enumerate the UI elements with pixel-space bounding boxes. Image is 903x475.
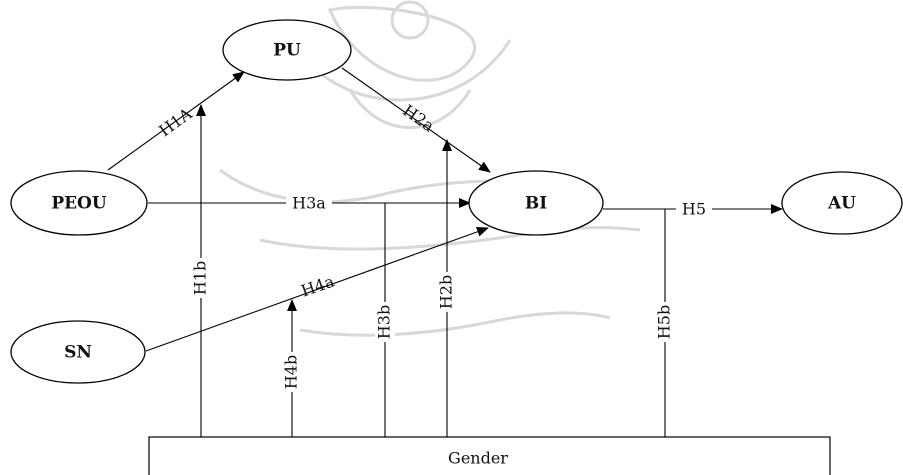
edge-sn-bi xyxy=(145,227,489,352)
svg-text:AU: AU xyxy=(827,194,856,214)
label-h4b: H4b xyxy=(282,352,302,392)
svg-text:SN: SN xyxy=(64,343,92,363)
label-h3a: H3a xyxy=(286,193,332,213)
node-peou: PEOU xyxy=(10,170,148,236)
svg-text:H2b: H2b xyxy=(437,275,456,309)
label-h5b: H5b xyxy=(655,302,675,342)
svg-text:H4a: H4a xyxy=(299,271,337,300)
label-h3b: H3b xyxy=(375,302,395,342)
label-h1a: H1A xyxy=(155,104,195,141)
svg-text:H5b: H5b xyxy=(655,305,674,339)
label-h2b: H2b xyxy=(437,272,457,312)
node-bi: BI xyxy=(468,170,604,236)
edge-peou-pu xyxy=(107,71,245,171)
node-sn: SN xyxy=(10,320,146,384)
svg-text:H2a: H2a xyxy=(399,101,438,136)
edge-pu-bi xyxy=(341,67,491,173)
label-h4a: H4a xyxy=(299,271,337,300)
node-pu: PU xyxy=(222,19,352,81)
svg-text:Gender: Gender xyxy=(448,449,508,468)
svg-text:H3b: H3b xyxy=(375,305,394,339)
svg-text:PU: PU xyxy=(273,41,301,61)
svg-text:H1A: H1A xyxy=(155,104,195,141)
svg-text:H3a: H3a xyxy=(292,194,326,213)
svg-text:BI: BI xyxy=(525,194,547,214)
node-au: AU xyxy=(781,171,903,235)
svg-text:PEOU: PEOU xyxy=(51,194,107,214)
moderator-gender-box: Gender xyxy=(148,436,831,475)
label-h2a: H2a xyxy=(399,101,438,136)
svg-text:H1b: H1b xyxy=(191,261,210,295)
svg-text:H5: H5 xyxy=(682,200,706,219)
label-h1b: H1b xyxy=(191,258,211,298)
svg-text:H4b: H4b xyxy=(282,355,301,389)
label-h5: H5 xyxy=(676,199,712,219)
